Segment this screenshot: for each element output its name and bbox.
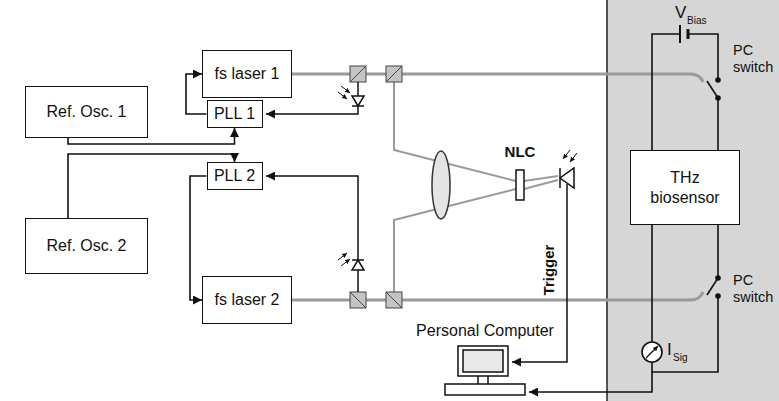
lens [432, 151, 450, 219]
block-box: Ref. Osc. 2 [25, 218, 148, 274]
box-text: PLL 2 [214, 166, 255, 185]
part-label: Bias [687, 15, 706, 27]
box-text: PLL 1 [214, 104, 255, 123]
box-text: fs laser 2 [215, 290, 280, 309]
part-label: Sig [673, 352, 687, 364]
part-label: Trigger [540, 245, 557, 296]
box-text: THz biosensor [645, 168, 725, 206]
signal-line [529, 372, 652, 392]
block-box: Ref. Osc. 1 [25, 86, 148, 138]
sensor-panel [607, 0, 779, 401]
computer-label: Personal Computer [409, 317, 561, 345]
block-box: PLL 2 [207, 162, 263, 190]
block-box: fs laser 1 [202, 50, 292, 98]
computer-icon [445, 346, 525, 395]
part-label: NLC [505, 143, 536, 160]
box-text: Ref. Osc. 2 [46, 236, 126, 255]
nonlinear-crystal [516, 170, 524, 200]
part-label: PC switch [733, 272, 777, 305]
part-label: V [675, 3, 686, 23]
block-box: fs laser 2 [202, 276, 292, 324]
focus-beams [394, 82, 558, 292]
box-text: Ref. Osc. 1 [46, 102, 126, 121]
block-box: THz biosensor [630, 150, 740, 225]
block-box: PLL 1 [207, 100, 263, 128]
part-label: I [667, 340, 672, 360]
box-text: Personal Computer [416, 321, 554, 340]
box-text: fs laser 1 [215, 64, 280, 83]
part-label: PC switch [733, 42, 777, 75]
photodiode [266, 176, 364, 292]
